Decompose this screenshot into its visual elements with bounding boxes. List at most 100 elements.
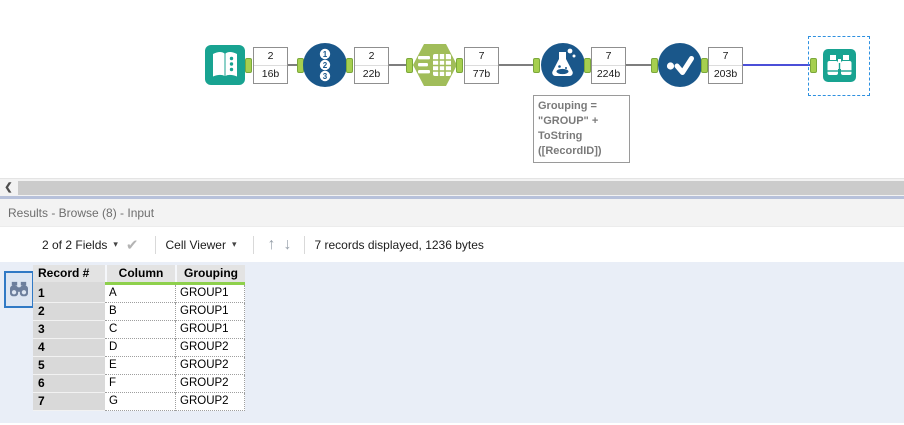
byte-count: 203b [709,65,742,83]
byte-count: 224b [592,65,625,83]
grouping-cell: GROUP2 [175,375,245,393]
record-count: 7 [478,50,485,62]
results-table: Record # Column Grouping 1 A GROUP1 2 B … [33,265,245,411]
column-cell: E [105,357,175,375]
chevron-down-icon[interactable]: ▾ [231,239,237,249]
column-cell: G [105,393,175,411]
column-cell: D [105,339,175,357]
record-id-icon: 1 2 3 [303,43,347,87]
chevron-down-icon[interactable]: ▾ [113,239,118,249]
connection-4[interactable] [626,64,651,66]
text-input-output-anchor[interactable] [245,58,252,73]
results-grid-area: Record # Column Grouping 1 A GROUP1 2 B … [0,262,904,423]
browse-selection-rect [808,36,870,96]
record-number-cell: 2 [33,303,105,321]
grouping-cell: GROUP2 [175,357,245,375]
browse-view-selected[interactable] [4,271,34,308]
connection-5-selected[interactable] [743,64,811,66]
column-cell: A [105,285,175,303]
cell-viewer-dropdown[interactable]: Cell Viewer [165,237,226,252]
toolbar-separator [253,235,255,254]
browse-icon [823,49,856,82]
column-header-record[interactable]: Record # [33,265,105,282]
grouping-cell: GROUP2 [175,393,245,411]
record-number-cell: 5 [33,357,105,375]
svg-text:3: 3 [323,72,328,81]
byte-count: 16b [254,65,287,83]
text-to-columns-output-anchor[interactable] [456,58,463,73]
connection-2[interactable] [389,64,407,66]
byte-count: 77b [465,65,498,83]
scroll-left-icon[interactable]: ❮ [4,182,13,193]
column-cell: B [105,303,175,321]
grouping-cell: GROUP1 [175,321,245,339]
column-cell: F [105,375,175,393]
grouping-cell: GROUP1 [175,303,245,321]
connection-1[interactable] [288,64,298,66]
records-status-text: 7 records displayed, 1236 bytes [314,237,484,252]
formula-icon [541,43,585,87]
select-input-anchor[interactable] [651,58,658,73]
browse-tool[interactable] [823,49,856,87]
formula-output-anchor[interactable] [584,58,591,73]
text-to-columns-icon [413,44,457,86]
formula-annotation[interactable]: Grouping = "GROUP" + ToString ([RecordID… [533,95,630,163]
select-icon [658,43,702,87]
table-row: 7 G GROUP2 [33,393,245,411]
record-number-cell: 3 [33,321,105,339]
record-count: 7 [722,50,729,62]
formula-input-anchor[interactable] [533,58,540,73]
column-header-column[interactable]: Column [105,265,175,282]
table-row: 1 A GROUP1 [33,285,245,303]
column-cell: C [105,321,175,339]
byte-count: 22b [355,65,388,83]
select-tool[interactable] [658,43,702,92]
panel-divider [0,196,904,199]
text-to-columns-tool[interactable] [412,42,458,93]
results-table-header: Record # Column Grouping [33,265,245,282]
text-input-tool[interactable] [205,45,245,90]
results-panel-title: Results - Browse (8) - Input [0,199,904,227]
record-id-tool[interactable]: 1 2 3 [303,43,347,92]
toolbar-separator [304,235,306,254]
table-row: 4 D GROUP2 [33,339,245,357]
arrow-up-icon[interactable]: ↑ [267,235,276,253]
table-row: 2 B GROUP1 [33,303,245,321]
record-count: 2 [368,50,375,62]
text-to-columns-input-anchor[interactable] [406,58,413,73]
arrow-down-icon[interactable]: ↓ [283,235,292,253]
toolbar-separator [155,235,157,254]
results-table-rows: 1 A GROUP1 2 B GROUP1 3 C GROUP1 4 D GRO… [33,285,245,411]
record-count: 7 [605,50,612,62]
canvas-horizontal-scrollbar[interactable]: ❮ [0,178,904,196]
binoculars-icon [10,281,28,296]
record-count: 2 [267,50,274,62]
svg-text:2: 2 [323,61,328,70]
apply-check-icon[interactable]: ✔ [125,236,139,254]
text-input-icon [205,45,245,85]
workflow-canvas[interactable]: 2 16b 1 2 3 2 22b [0,0,904,178]
results-toolbar: 2 of 2 Fields ▾ ✔ Cell Viewer ▾ ↑ ↓ 7 re… [0,227,904,262]
record-number-cell: 4 [33,339,105,357]
table-row: 3 C GROUP1 [33,321,245,339]
header-underline [33,282,245,285]
record-id-output-anchor[interactable] [346,58,353,73]
record-number-cell: 7 [33,393,105,411]
browse-input-anchor[interactable] [810,58,817,73]
connection-3[interactable] [499,64,533,66]
count-box-3: 7 77b [464,47,499,84]
svg-text:1: 1 [323,50,328,59]
record-number-cell: 6 [33,375,105,393]
record-number-cell: 1 [33,285,105,303]
scrollbar-track[interactable] [18,181,904,195]
select-output-anchor[interactable] [701,58,708,73]
table-row: 6 F GROUP2 [33,375,245,393]
fields-dropdown[interactable]: 2 of 2 Fields [42,237,108,252]
grouping-cell: GROUP2 [175,339,245,357]
count-box-2: 2 22b [354,47,389,84]
column-header-grouping[interactable]: Grouping [175,265,245,282]
table-row: 5 E GROUP2 [33,357,245,375]
formula-tool[interactable] [541,43,585,92]
count-box-5: 7 203b [708,47,743,84]
